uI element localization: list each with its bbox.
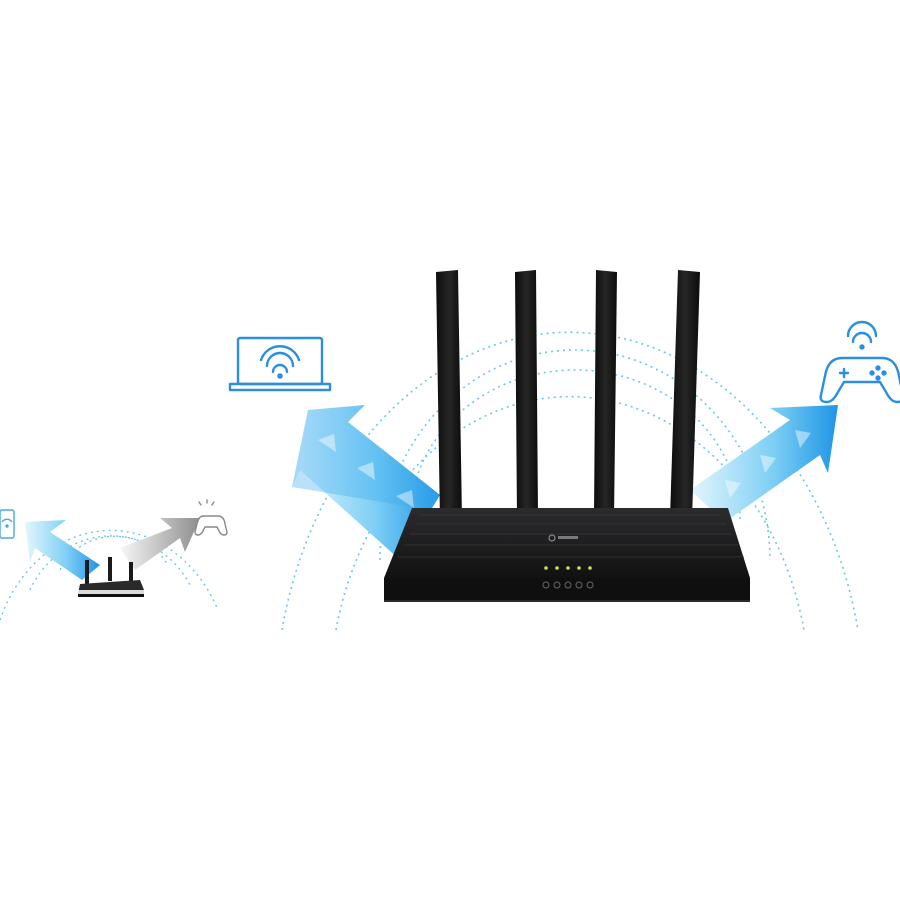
router-antennas [436, 270, 700, 522]
small-arrow-blue [25, 520, 100, 580]
arrow-to-laptop [292, 405, 440, 560]
small-router-waves [0, 529, 219, 621]
tablet-wifi-icon [0, 509, 15, 539]
led-lan [577, 566, 581, 570]
router-status-leds [542, 566, 594, 589]
small-arrow-gray [120, 518, 200, 570]
laptop-wifi-icon [228, 336, 332, 392]
small-router [78, 557, 144, 597]
gamepad-wifi-icon [819, 320, 900, 404]
led-internet [588, 566, 592, 570]
main-router [384, 508, 750, 602]
gamepad-weak-signal-icon [194, 499, 228, 536]
led-5ghz [566, 566, 570, 570]
arrow-to-gamepad [690, 405, 838, 522]
router-logo [548, 534, 578, 542]
led-24ghz [555, 566, 559, 570]
led-power [544, 566, 548, 570]
